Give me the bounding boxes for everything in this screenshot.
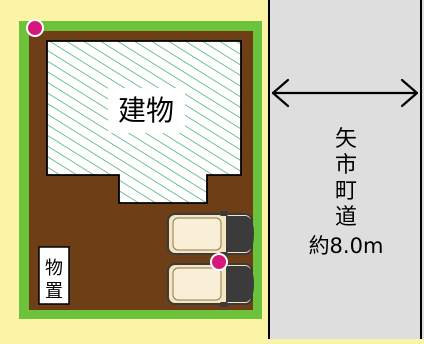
marker-dot-top (26, 19, 44, 37)
road-width-arrow (271, 78, 419, 108)
car-upper (167, 210, 255, 258)
road-name-char-4: 道 (335, 205, 357, 230)
building-label: 建物 (118, 94, 174, 127)
storage-shed (38, 246, 70, 305)
road-name-char-2: 市 (335, 153, 357, 178)
building-label-box (108, 88, 185, 133)
road-name-char-1: 矢 (335, 127, 357, 152)
storage-label-1: 物 (45, 258, 63, 279)
road-width-label: 約8.0m (309, 234, 384, 258)
storage-label-2: 置 (45, 281, 63, 302)
road-area (268, 0, 424, 339)
car-lower (167, 260, 255, 308)
road-name-char-3: 町 (335, 179, 357, 204)
marker-dot-car (210, 253, 228, 271)
